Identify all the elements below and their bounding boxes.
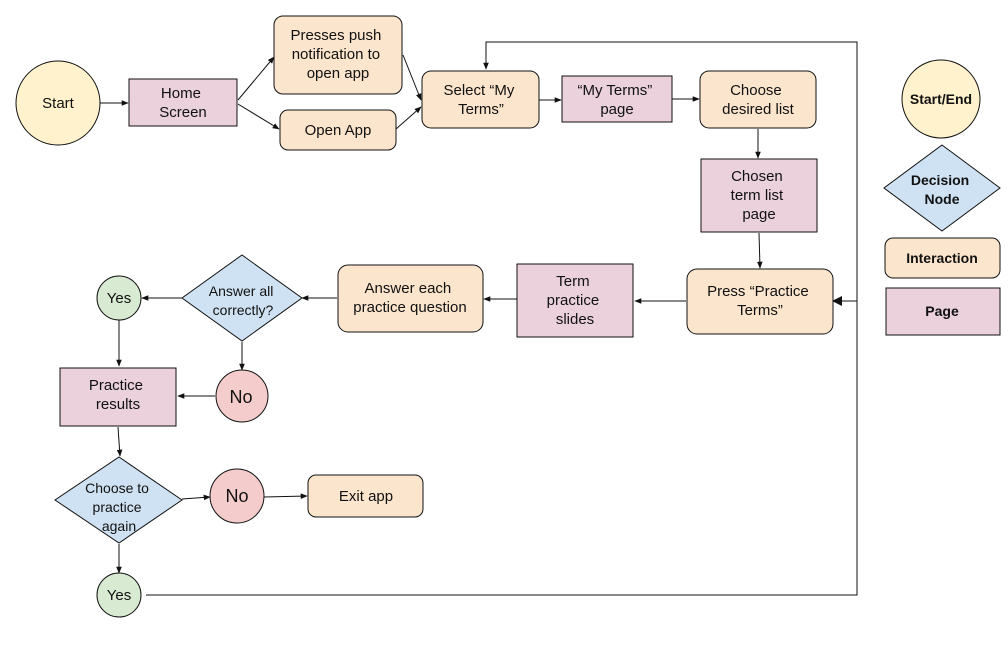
legend-start-end: Start/End	[901, 59, 981, 139]
node-exit-app: Exit app	[307, 474, 424, 518]
svg-text:Home Screen: Home Screen	[159, 85, 207, 121]
edge-press-arrowhead	[832, 296, 842, 306]
svg-text:Choose desired list: Choose desired list	[722, 82, 795, 118]
legend: Start/End Decision Node Interaction Page	[883, 59, 1001, 336]
node-press-practice-line-1: Press “Practice	[707, 283, 809, 300]
node-no-2-label: No	[225, 486, 248, 506]
node-answer-each-line-1: Answer each	[365, 280, 452, 297]
node-term-practice-slides-line-2: practice	[547, 292, 600, 309]
legend-interaction-label: Interaction	[906, 250, 978, 266]
node-term-practice-slides: Term practice slides	[516, 263, 634, 338]
node-chosen-term-list-line-1: Chosen	[731, 168, 783, 185]
node-no-1-label: No	[229, 387, 252, 407]
node-yes-2-label: Yes	[107, 587, 131, 604]
node-home-screen: Home Screen	[128, 78, 238, 127]
node-my-terms-page-line-2: page	[600, 101, 633, 118]
node-start: Start	[15, 60, 101, 146]
node-choose-list: Choose desired list	[699, 70, 817, 129]
node-yes-1: Yes	[96, 275, 142, 321]
node-answer-each: Answer each practice question	[337, 264, 484, 333]
node-press-practice-line-2: Terms”	[737, 302, 783, 319]
node-open-app-label: Open App	[305, 122, 372, 139]
node-term-practice-slides-line-1: Term	[556, 273, 589, 290]
node-chosen-term-list-line-3: page	[742, 206, 775, 223]
svg-text:Practice results: Practice results	[89, 377, 147, 413]
svg-text:Chosen term list p: Chosen term list page	[731, 168, 788, 223]
edge-loop-back-top	[483, 41, 858, 390]
node-chosen-term-list-line-2: term list	[731, 187, 784, 204]
svg-text:Term practice slid: Term practice slides	[547, 273, 604, 328]
svg-text:Choose to practice: Choose to practice again	[85, 480, 153, 534]
node-answer-all-line-1: Answer all	[209, 283, 274, 299]
node-choose-again-line-1: Choose to	[85, 480, 149, 496]
node-my-terms-page-line-1: “My Terms”	[578, 82, 653, 99]
node-yes-1-label: Yes	[107, 290, 131, 307]
node-no-2: No	[209, 468, 265, 524]
edge-push-to-select	[402, 54, 422, 101]
svg-text:Decision Node: Decision Node	[911, 172, 973, 207]
node-push-notification-line-1: Presses push	[290, 27, 381, 44]
svg-text:Select “My Terms”: Select “My Terms”	[443, 82, 518, 118]
node-choose-again-line-3: again	[102, 518, 136, 534]
edge-chosenlist-to-press	[757, 232, 763, 269]
svg-text:“My Terms” page: “My Terms” page	[578, 82, 657, 118]
legend-start-end-label: Start/End	[910, 91, 972, 107]
edge-home-to-push	[237, 56, 275, 101]
edge-home-to-openapp	[237, 103, 280, 130]
node-start-label: Start	[42, 95, 75, 112]
connectors	[100, 41, 858, 596]
legend-decision-line-1: Decision	[911, 172, 969, 188]
node-select-my-terms-line-1: Select “My	[443, 82, 514, 99]
node-practice-results-line-1: Practice	[89, 377, 143, 394]
node-choose-again-decision: Choose to practice again	[54, 456, 183, 544]
edge-choose-again-to-no	[181, 494, 211, 501]
node-select-my-terms-line-2: Terms”	[458, 101, 504, 118]
node-answer-all-correctly-decision: Answer all correctly?	[181, 254, 303, 342]
legend-decision: Decision Node	[883, 144, 1001, 232]
node-answer-all-line-2: correctly?	[213, 302, 274, 318]
node-term-practice-slides-line-3: slides	[556, 311, 594, 328]
node-press-practice: Press “Practice Terms”	[686, 268, 834, 335]
node-choose-again-line-2: practice	[93, 499, 142, 515]
node-practice-results-line-2: results	[96, 396, 140, 413]
legend-decision-line-2: Node	[925, 191, 960, 207]
edge-loop-back-to-press	[146, 298, 858, 596]
svg-text:Presses push notificatio: Presses push notification to open app	[290, 27, 385, 82]
svg-text:Answer each practice que: Answer each practice question	[353, 280, 466, 316]
node-home-screen-line-2: Screen	[159, 104, 207, 121]
node-choose-list-line-2: desired list	[722, 101, 795, 118]
node-yes-2: Yes	[96, 572, 142, 618]
legend-page: Page	[885, 287, 1001, 336]
node-select-my-terms: Select “My Terms”	[421, 70, 540, 129]
edge-no-to-exit	[263, 493, 308, 499]
legend-page-label: Page	[925, 303, 959, 319]
node-answer-each-line-2: practice question	[353, 299, 466, 316]
node-exit-app-label: Exit app	[339, 488, 393, 505]
svg-text:Answer all correctly?: Answer all correctly?	[209, 283, 277, 318]
node-open-app: Open App	[279, 109, 397, 151]
node-my-terms-page: “My Terms” page	[561, 75, 673, 123]
node-push-notification-line-2: notification to	[292, 46, 380, 63]
node-practice-results: Practice results	[59, 367, 177, 427]
edge-results-to-choose-again	[116, 426, 123, 457]
node-push-notification-line-3: open app	[307, 65, 370, 82]
node-no-1: No	[215, 369, 269, 423]
svg-text:Press “Practice Terms”: Press “Practice Terms”	[707, 283, 813, 319]
node-home-screen-line-1: Home	[161, 85, 201, 102]
node-push-notification: Presses push notification to open app	[273, 15, 403, 95]
edge-openapp-to-select	[395, 106, 422, 130]
node-chosen-term-list: Chosen term list page	[700, 158, 818, 233]
node-choose-list-line-1: Choose	[730, 82, 782, 99]
legend-interaction: Interaction	[884, 237, 1001, 279]
